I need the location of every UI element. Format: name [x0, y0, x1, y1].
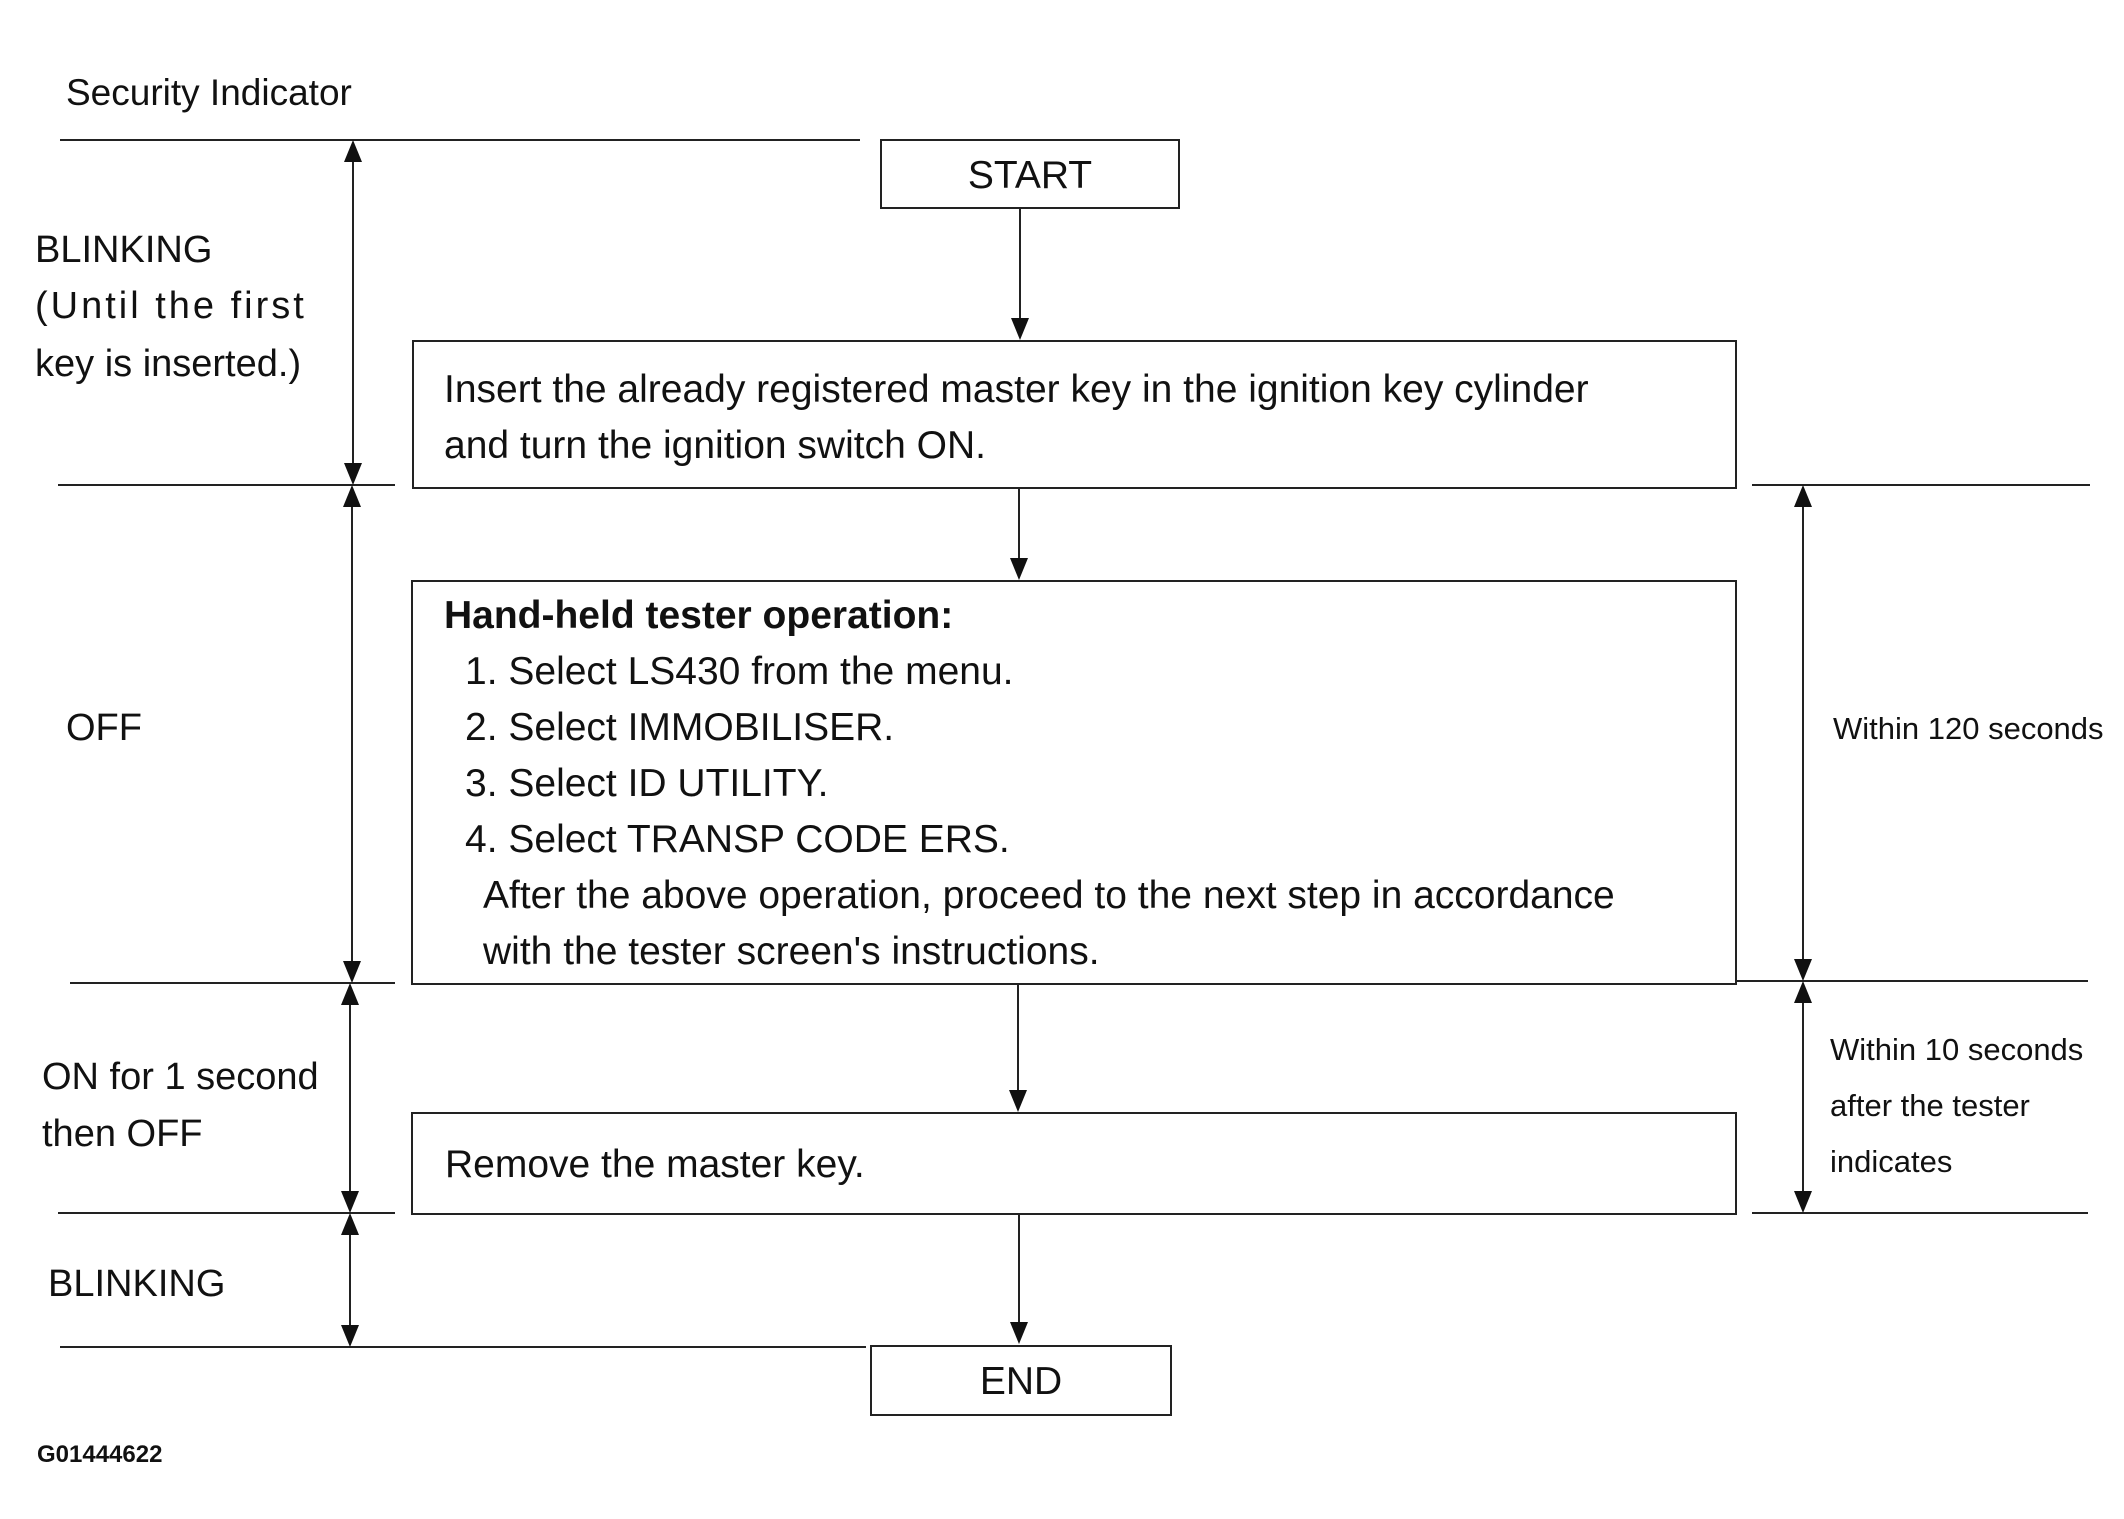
- step2-item-2: 2. Select IMMOBILISER.: [465, 706, 895, 749]
- step3-box: Remove the master key.: [411, 1112, 1737, 1215]
- flow-arrow-start-to-step1: [1011, 209, 1029, 340]
- end-box: END: [870, 1345, 1172, 1416]
- step2-heading: Hand-held tester operation:: [444, 594, 954, 637]
- figure-code: G01444622: [37, 1441, 163, 1468]
- step2-item-1: 1. Select LS430 from the menu.: [465, 650, 1014, 693]
- step2-box: Hand-held tester operation: 1. Select LS…: [411, 580, 1737, 985]
- state-blinking-first-line3: key is inserted.): [35, 343, 302, 385]
- step1-line2: and turn the ignition switch ON.: [444, 424, 986, 467]
- flow-arrow-step2-to-step3: [1009, 985, 1027, 1112]
- timing-10-seconds-line3: indicates: [1830, 1144, 1953, 1179]
- start-box: START: [880, 139, 1180, 209]
- step2-item-3: 3. Select ID UTILITY.: [465, 762, 829, 805]
- timing-10-seconds-line1: Within 10 seconds: [1830, 1032, 2084, 1067]
- step1-box: Insert the already registered master key…: [412, 340, 1737, 489]
- start-label: START: [967, 154, 1093, 197]
- timing-120-seconds: Within 120 seconds: [1833, 711, 2104, 746]
- step2-note-line2: with the tester screen's instructions.: [483, 930, 1100, 973]
- security-indicator-title: Security Indicator: [66, 72, 352, 113]
- step2-item-4: 4. Select TRANSP CODE ERS.: [465, 818, 1010, 861]
- interval-arrow-blinking-first: [344, 140, 362, 485]
- timing-10-seconds-line2: after the tester: [1830, 1088, 2030, 1123]
- timing-arrow-120s: [1794, 485, 1812, 981]
- interval-arrow-off: [343, 485, 361, 983]
- flow-arrow-step3-to-end: [1010, 1215, 1028, 1344]
- step2-note-line1: After the above operation, proceed to th…: [483, 874, 1615, 917]
- interval-arrow-on-then-off: [341, 983, 359, 1213]
- state-on-then-off-line2: then OFF: [42, 1113, 203, 1155]
- state-off: OFF: [66, 707, 142, 749]
- state-on-then-off-line1: ON for 1 second: [42, 1056, 319, 1098]
- state-blinking-last: BLINKING: [48, 1263, 226, 1305]
- state-blinking-first-line2: (Until the first: [35, 285, 307, 327]
- step3-label: Remove the master key.: [445, 1143, 865, 1186]
- flow-arrow-step1-to-step2: [1010, 489, 1028, 580]
- interval-arrow-blinking-last: [341, 1213, 359, 1347]
- step1-line1: Insert the already registered master key…: [444, 368, 1589, 411]
- timing-arrow-10s: [1794, 981, 1812, 1213]
- state-blinking-first-line1: BLINKING: [35, 229, 213, 271]
- end-label: END: [979, 1360, 1063, 1403]
